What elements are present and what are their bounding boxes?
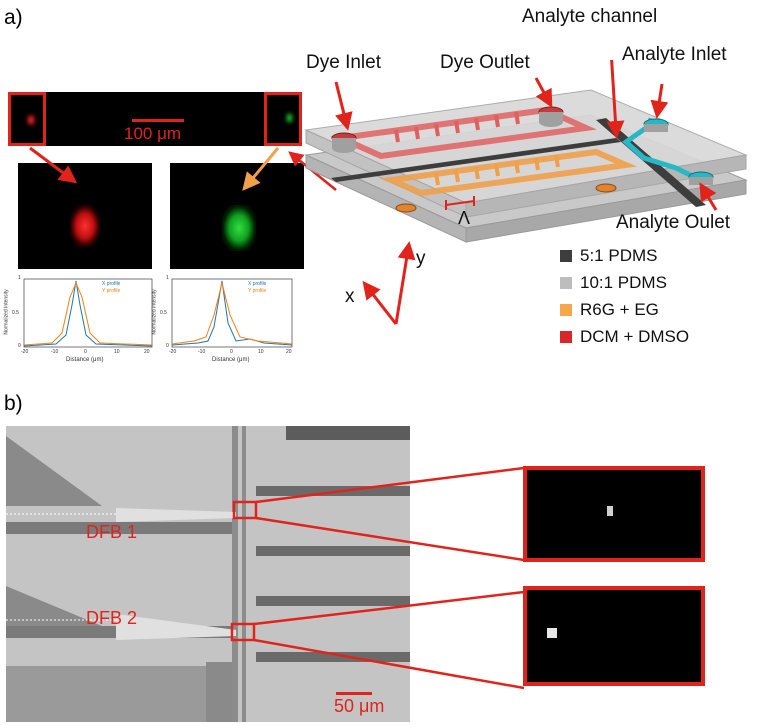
dfb2-zoom-inset xyxy=(523,586,705,686)
dfb2-emission-spot xyxy=(547,628,557,638)
legend-item-r6g-eg: R6G + EG xyxy=(560,299,659,321)
axis-y-label: y xyxy=(416,248,426,270)
axis-x-label: x xyxy=(345,286,355,308)
legend-swatch xyxy=(560,277,572,289)
label-dye-inlet: Dye Inlet xyxy=(306,52,381,74)
legend-swatch xyxy=(560,304,572,316)
legend-item-dcm-dmso: DCM + DMSO xyxy=(560,326,689,348)
legend-item-10-1-pdms: 10:1 PDMS xyxy=(560,272,667,294)
legend-swatch xyxy=(560,250,572,262)
label-analyte-channel: Analyte channel xyxy=(522,6,657,28)
legend-label: 10:1 PDMS xyxy=(580,273,667,293)
label-analyte-inlet: Analyte Inlet xyxy=(622,44,727,66)
legend-item-5-1-pdms: 5:1 PDMS xyxy=(560,245,657,267)
dfb1-emission-spot xyxy=(607,506,613,516)
chip-schematic xyxy=(296,60,766,330)
legend-swatch xyxy=(560,331,572,343)
label-lambda: Λ xyxy=(458,208,470,229)
label-dye-outlet: Dye Outlet xyxy=(440,52,530,74)
legend-label: R6G + EG xyxy=(580,300,659,320)
legend-label: DCM + DMSO xyxy=(580,327,689,347)
legend-label: 5:1 PDMS xyxy=(580,246,657,266)
label-analyte-outlet: Analyte Oulet xyxy=(616,212,730,234)
dfb1-zoom-inset xyxy=(523,466,705,562)
